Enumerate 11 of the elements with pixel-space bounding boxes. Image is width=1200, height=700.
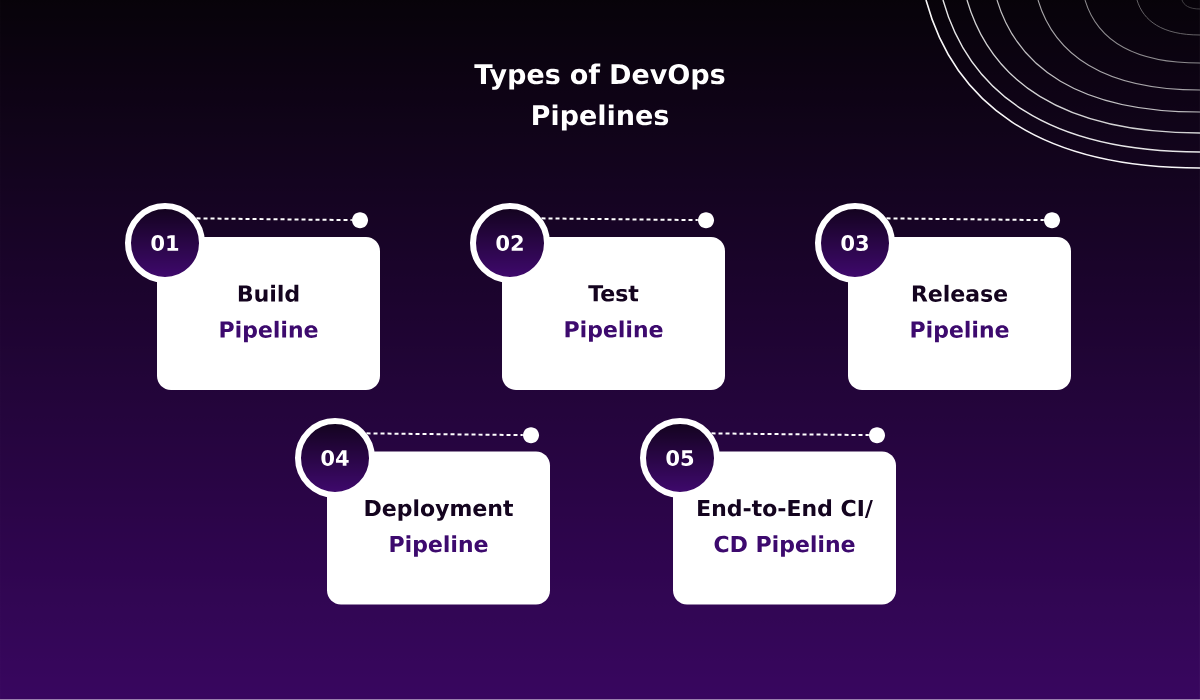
- dotted-connector: [365, 432, 524, 437]
- title: Types of DevOps Pipelines: [474, 63, 725, 131]
- dotted-connector: [540, 217, 699, 222]
- dot: [352, 212, 368, 229]
- dot: [869, 427, 885, 444]
- dotted-connector: [195, 217, 353, 222]
- dot: [523, 427, 539, 444]
- dotted-connector: [710, 432, 870, 437]
- dot: [1044, 212, 1060, 229]
- dot: [698, 212, 714, 229]
- dotted-connector: [885, 217, 1045, 222]
